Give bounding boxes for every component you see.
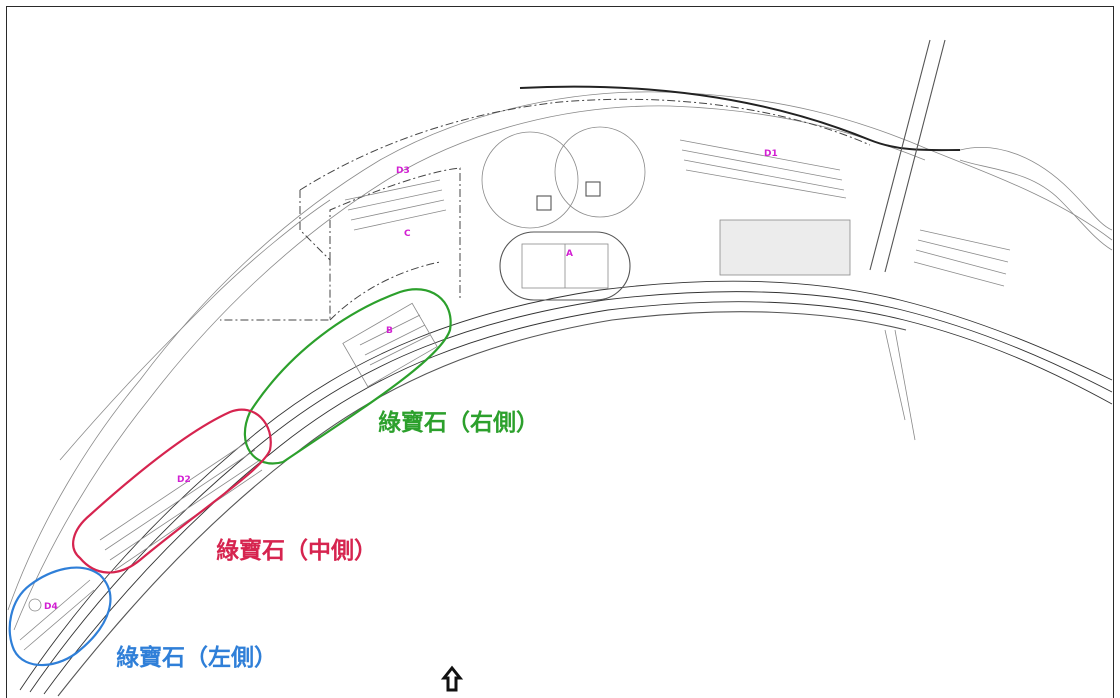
- right-bank: [959, 147, 1113, 251]
- zone-label-c: C: [404, 229, 411, 239]
- infield-2: [585, 181, 601, 197]
- baseball-field-2: [554, 126, 646, 218]
- area-left-outline: [8, 566, 112, 667]
- zone-label-d2: D2: [177, 475, 191, 485]
- main-road-4: [57, 311, 907, 697]
- parking-lot-right: [719, 219, 1011, 287]
- infield-1: [536, 195, 552, 211]
- zone-b-structure: [342, 302, 438, 388]
- zone-label-d4: D4: [44, 602, 58, 612]
- zone-label-d3: D3: [396, 166, 410, 176]
- north-arrow-icon: [440, 665, 464, 692]
- area-right-outline: [243, 288, 452, 465]
- baseball-field-1: [481, 131, 579, 229]
- main-road-1: [19, 280, 1113, 691]
- parking-lot-d3: [344, 179, 447, 231]
- area-label-right: 綠寶石（右側）: [378, 409, 539, 436]
- bridge-1: [869, 39, 931, 271]
- zone-label-b: B: [386, 326, 393, 336]
- zone-d2-structure: [99, 439, 263, 571]
- running-track: [499, 231, 631, 301]
- park-boundary-2: [329, 167, 461, 300]
- area-label-left: 綠寶石（左側）: [116, 644, 277, 671]
- zone-label-d1: D1: [764, 149, 778, 159]
- highway-top: [519, 85, 961, 152]
- bridge-2: [884, 39, 946, 273]
- area-label-middle: 綠寶石（中側）: [216, 537, 377, 564]
- parking-lot-d1: [679, 139, 847, 199]
- zone-d4-structure: [19, 579, 95, 651]
- bridge-3: [884, 329, 916, 441]
- map-frame: [6, 6, 1114, 698]
- main-road-3: [43, 301, 1113, 695]
- riverbank-outer-2: [13, 105, 926, 631]
- zone-label-a: A: [566, 249, 573, 259]
- area-middle-outline: [72, 408, 272, 574]
- riverbank-inner: [59, 199, 331, 461]
- main-road-2: [29, 291, 1113, 693]
